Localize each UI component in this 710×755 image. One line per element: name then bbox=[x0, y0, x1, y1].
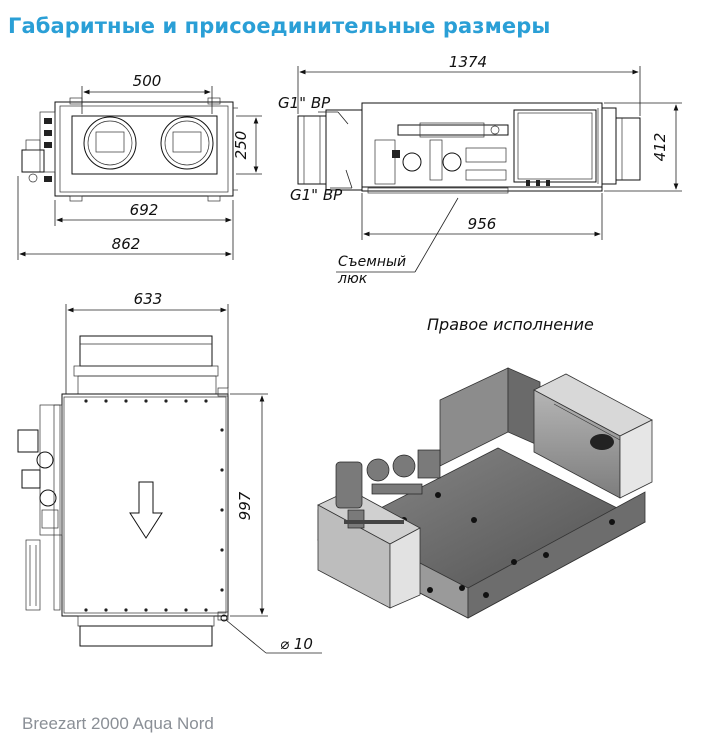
dim-692-label: 692 bbox=[130, 201, 159, 219]
dim-412-label: 412 bbox=[651, 133, 669, 162]
dim-956-label: 956 bbox=[468, 215, 497, 233]
footer-model: Breezart 2000 Aqua Nord bbox=[22, 714, 214, 733]
iso-caption: Правое исполнение bbox=[427, 315, 594, 334]
conn-bottom-label: G1" ВР bbox=[290, 186, 343, 204]
hatch-label-line2: люк bbox=[337, 271, 368, 287]
page-title: Габаритные и присоединительные размеры bbox=[8, 14, 551, 38]
dim-250-label: 250 bbox=[232, 131, 250, 160]
dim-hole-label: ⌀ 10 bbox=[280, 635, 313, 653]
conn-top-label: G1" ВР bbox=[278, 94, 331, 112]
dim-500-label: 500 bbox=[133, 72, 162, 90]
side-view: G1" ВР G1" ВР 1374 412 956 Съемный люк bbox=[278, 53, 682, 287]
iso-view: Правое исполнение bbox=[317, 315, 653, 619]
hatch-label-line1: Съемный bbox=[338, 254, 406, 270]
top-view: 633 997 ⌀ 10 bbox=[17, 290, 322, 654]
dim-997-label: 997 bbox=[236, 491, 254, 520]
dim-633-label: 633 bbox=[134, 290, 163, 308]
dim-1374-label: 1374 bbox=[449, 53, 487, 71]
dim-862-label: 862 bbox=[112, 235, 141, 253]
front-view: 500 250 692 862 bbox=[17, 72, 262, 260]
